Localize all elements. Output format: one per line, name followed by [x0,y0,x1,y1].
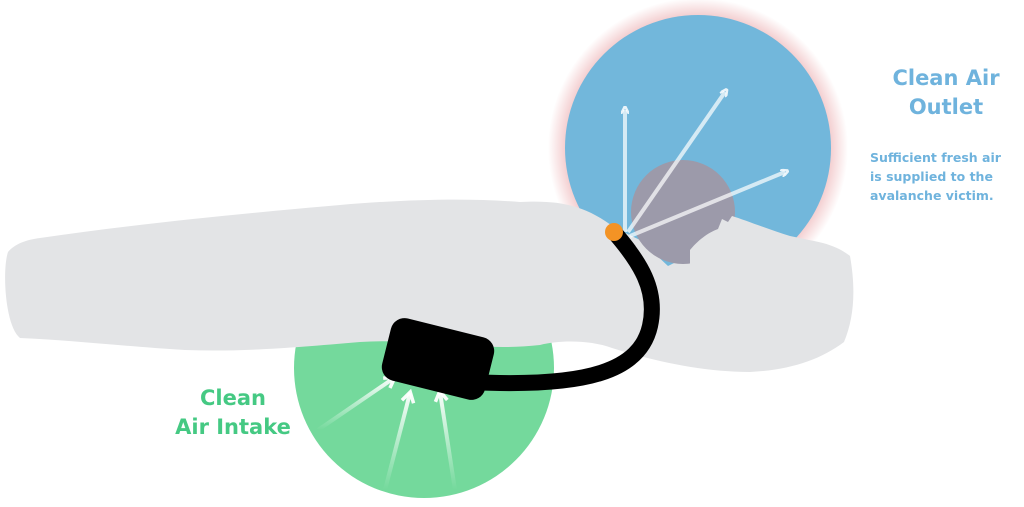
outlet-desc-line2: is supplied to the [870,169,993,184]
outlet-title-line1: Clean Air [892,66,1000,90]
intake-arrows [316,375,457,491]
intake-device [381,318,495,400]
outlet-description: Sufficient fresh air is supplied to the … [870,148,1022,205]
intake-title: Clean Air Intake [148,384,318,442]
breathing-tube [462,224,660,392]
mouthpiece [605,223,623,241]
outlet-title-line2: Outlet [908,95,984,119]
outlet-arrows [625,92,785,238]
victim-face-profile [690,216,850,290]
intake-title-line1: Clean [200,386,266,410]
outlet-title: Clean Air Outlet [868,64,1024,122]
outlet-desc-line1: Sufficient fresh air [870,150,1001,165]
intake-title-line2: Air Intake [175,415,291,439]
outlet-desc-line3: avalanche victim. [870,188,994,203]
